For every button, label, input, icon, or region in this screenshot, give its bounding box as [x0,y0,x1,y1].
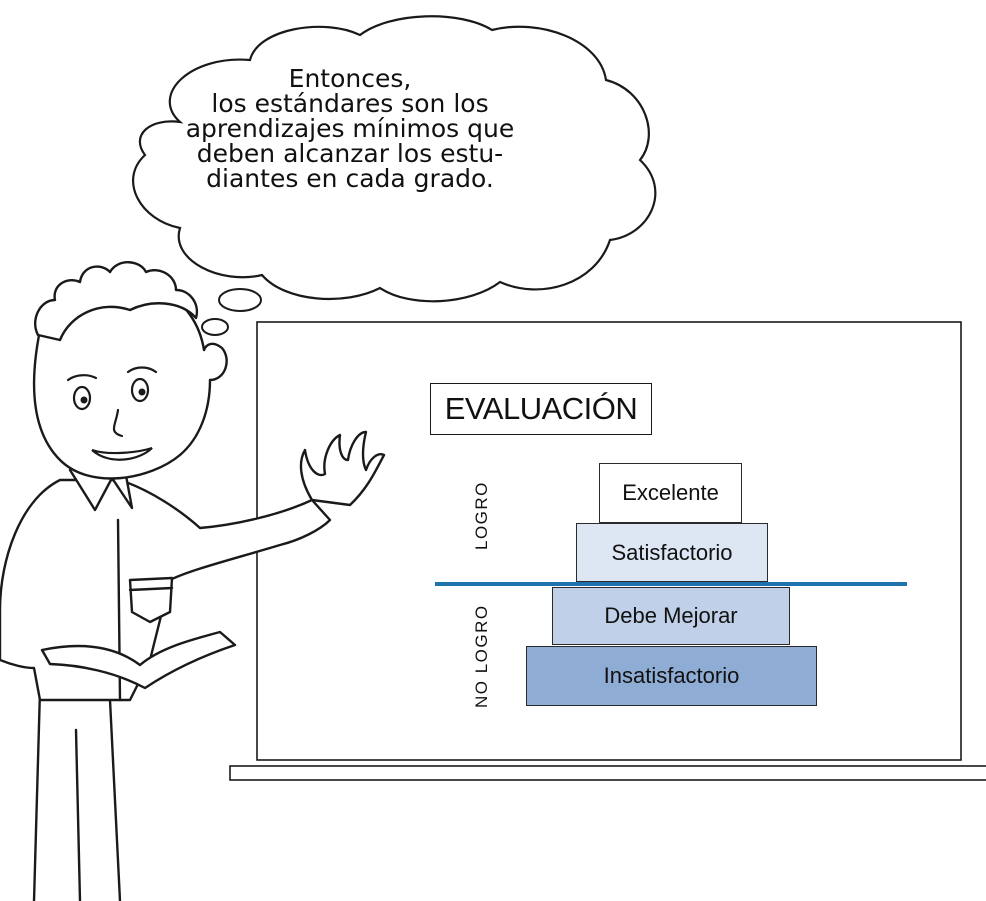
level-satisfactorio: Satisfactorio [576,523,768,582]
thought-dot-small [201,318,229,336]
thought-dot-large [218,288,262,312]
whiteboard-tray [229,765,986,781]
speech-line: los estándares son los [211,89,489,118]
boy-pocket [128,576,174,624]
boy-hair [33,261,199,342]
boy-book [40,630,237,690]
boy-brow-right [126,366,158,374]
boy-legs [32,688,122,901]
level-excelente: Excelente [599,463,742,523]
boy-brow-left [66,374,98,382]
speech-line: diantes en cada grado. [206,164,494,193]
boy-eye-left [72,385,92,411]
evaluation-title: EVALUACIÓN [430,383,652,435]
speech-text: Entonces, los estándares son los aprendi… [150,66,550,191]
boy-raised-hand [299,430,386,507]
boy-nose [112,408,124,438]
boy-eye-right [130,377,150,403]
speech-line: Entonces, [288,64,412,93]
logro-label: LOGRO [472,481,491,550]
level-insatisfactorio: Insatisfactorio [526,646,817,706]
boy-mouth [91,446,153,461]
speech-line: aprendizajes mínimos que [185,114,515,143]
no-logro-label: NO LOGRO [472,604,491,708]
speech-line: deben alcanzar los estu- [196,139,504,168]
level-debe-mejorar: Debe Mejorar [552,587,790,645]
thought-cloud [132,15,657,303]
